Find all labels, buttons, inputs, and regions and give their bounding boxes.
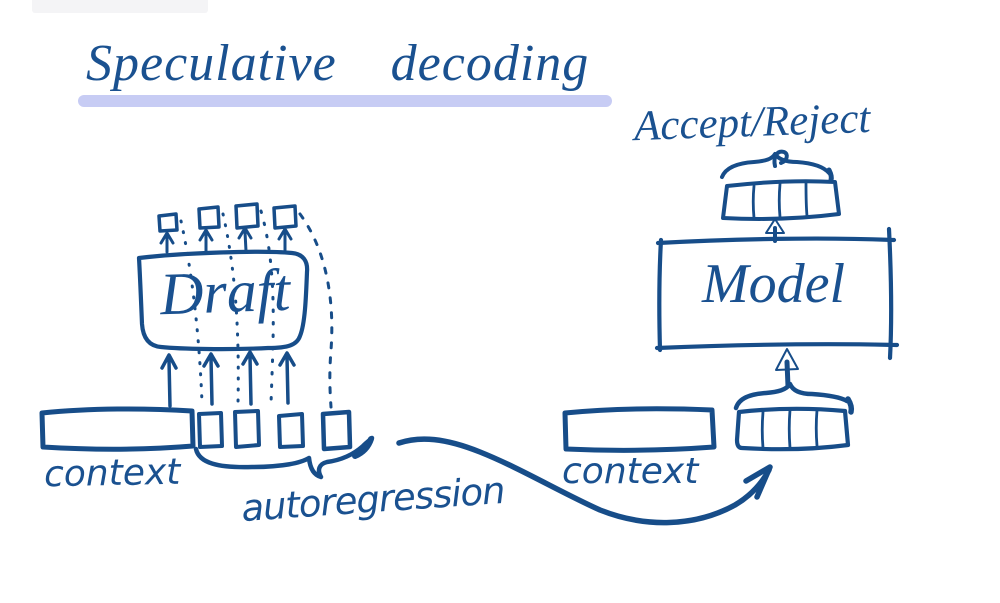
cell-divider [787,408,792,450]
cell-divider [751,184,756,220]
cell-divider [804,181,809,218]
up-arrow [277,227,293,252]
cell-divider [760,410,765,450]
model-box-right [886,226,894,361]
draft-input-tokens [197,409,353,452]
token-square [277,412,305,449]
verified-tokens-box [721,179,841,221]
arrows-draft-to-outputs [159,226,293,255]
up-arrow [159,231,175,254]
title-underline-highlight [78,95,612,107]
cell-divider [814,408,819,448]
context-label-left: context [43,451,181,496]
segmented-box [721,179,841,221]
up-arrow [237,226,253,253]
arrows-into-draft [160,350,296,408]
brace-end-tick [845,396,855,415]
dotted-curve [179,219,204,405]
curved-arrow-head [743,464,773,500]
top-grey-bar [32,0,208,13]
token-square [272,204,298,230]
accept-reject-label: Accept/Reject [633,94,872,151]
token-square [197,205,221,230]
arrow-tokens-to-model-head [775,348,799,371]
candidate-tokens-box [734,406,851,452]
brace-middle-curl [772,149,789,168]
arrow-model-to-verified-head [765,218,785,234]
page-title: Speculative decoding [86,35,590,92]
draft-output-tokens [157,202,298,233]
arrow-tokens-to-model [784,359,791,389]
up-arrow [160,353,178,408]
curved-arrow-to-model [396,436,772,526]
cell-divider [777,182,782,219]
token-square [157,212,179,233]
context-box-left [39,406,196,452]
model-box-bottom [654,342,900,351]
brace-candidate-tokens [733,381,850,411]
brace-end-tick [352,436,374,459]
draft-box-label: Draft [158,256,292,328]
token-square [233,409,261,449]
dashed-curve [298,212,334,409]
up-arrow [278,351,296,405]
segmented-box [734,406,851,452]
up-arrow [198,228,214,255]
brace-end-tick [826,167,834,183]
up-arrow [202,352,220,406]
draft-box [136,249,310,352]
context-label-right: context [562,451,699,492]
up-arrow [241,350,259,406]
token-square [197,411,224,449]
dotted-curve [221,212,240,405]
brace-autoregression [193,435,375,480]
context-box-right [562,406,717,453]
token-square [234,202,260,230]
dotted-feedback-curves [179,209,334,409]
model-box-label: Model [702,253,846,315]
model-box-left [657,237,664,353]
token-square [320,409,353,452]
